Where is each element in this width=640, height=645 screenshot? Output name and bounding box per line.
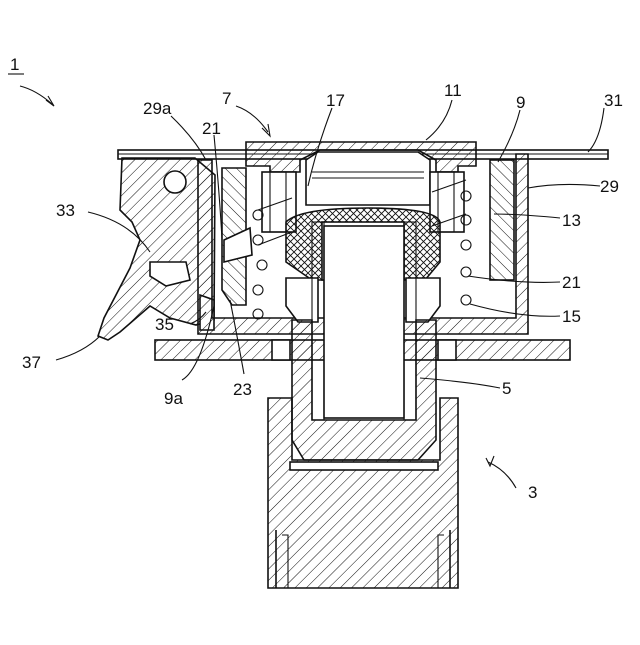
label-29a: 29a [143, 99, 172, 118]
label-7: 7 [222, 89, 231, 108]
bushing-left [286, 278, 318, 322]
label-23: 23 [233, 380, 252, 399]
label-33: 33 [56, 201, 75, 220]
bushing-right [406, 278, 440, 322]
label-29: 29 [600, 177, 619, 196]
label-21-left: 21 [202, 119, 221, 138]
label-21-right: 21 [562, 273, 581, 292]
label-11: 11 [444, 81, 462, 100]
label-15: 15 [562, 307, 581, 326]
label-31: 31 [604, 91, 623, 110]
inner-wall [222, 168, 252, 305]
label-5: 5 [502, 379, 511, 398]
label-13: 13 [562, 211, 581, 230]
label-9: 9 [516, 93, 525, 112]
label-17: 17 [326, 91, 345, 110]
label-3: 3 [528, 483, 537, 502]
label-35: 35 [155, 315, 174, 334]
label-37: 37 [22, 353, 41, 372]
label-9a: 9a [164, 389, 183, 408]
label-1: 1 [10, 55, 19, 74]
